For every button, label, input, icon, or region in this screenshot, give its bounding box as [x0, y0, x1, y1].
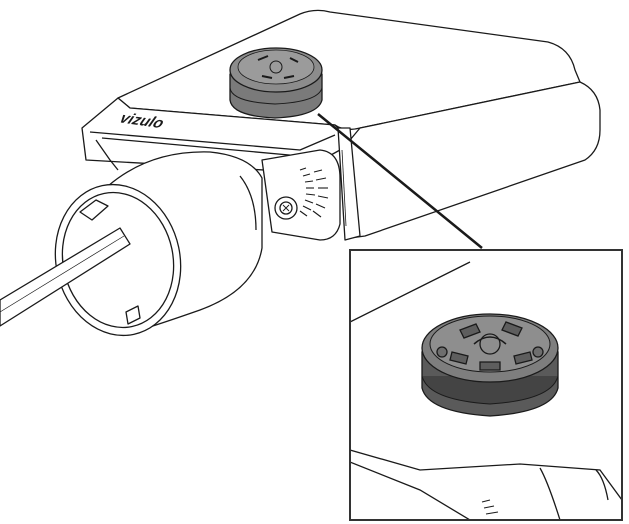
nema-socket-small [229, 47, 323, 119]
luminaire: vizulo [0, 9, 601, 337]
luminaire-housing-front [349, 81, 601, 239]
nema-socket [421, 313, 559, 417]
tilt-bracket [261, 149, 341, 241]
detail-inset [349, 249, 623, 521]
brand-logo: vizulo [117, 110, 167, 132]
inset-housing-edge [351, 261, 471, 323]
tilt-scale [299, 167, 329, 218]
callout-line [317, 113, 483, 249]
